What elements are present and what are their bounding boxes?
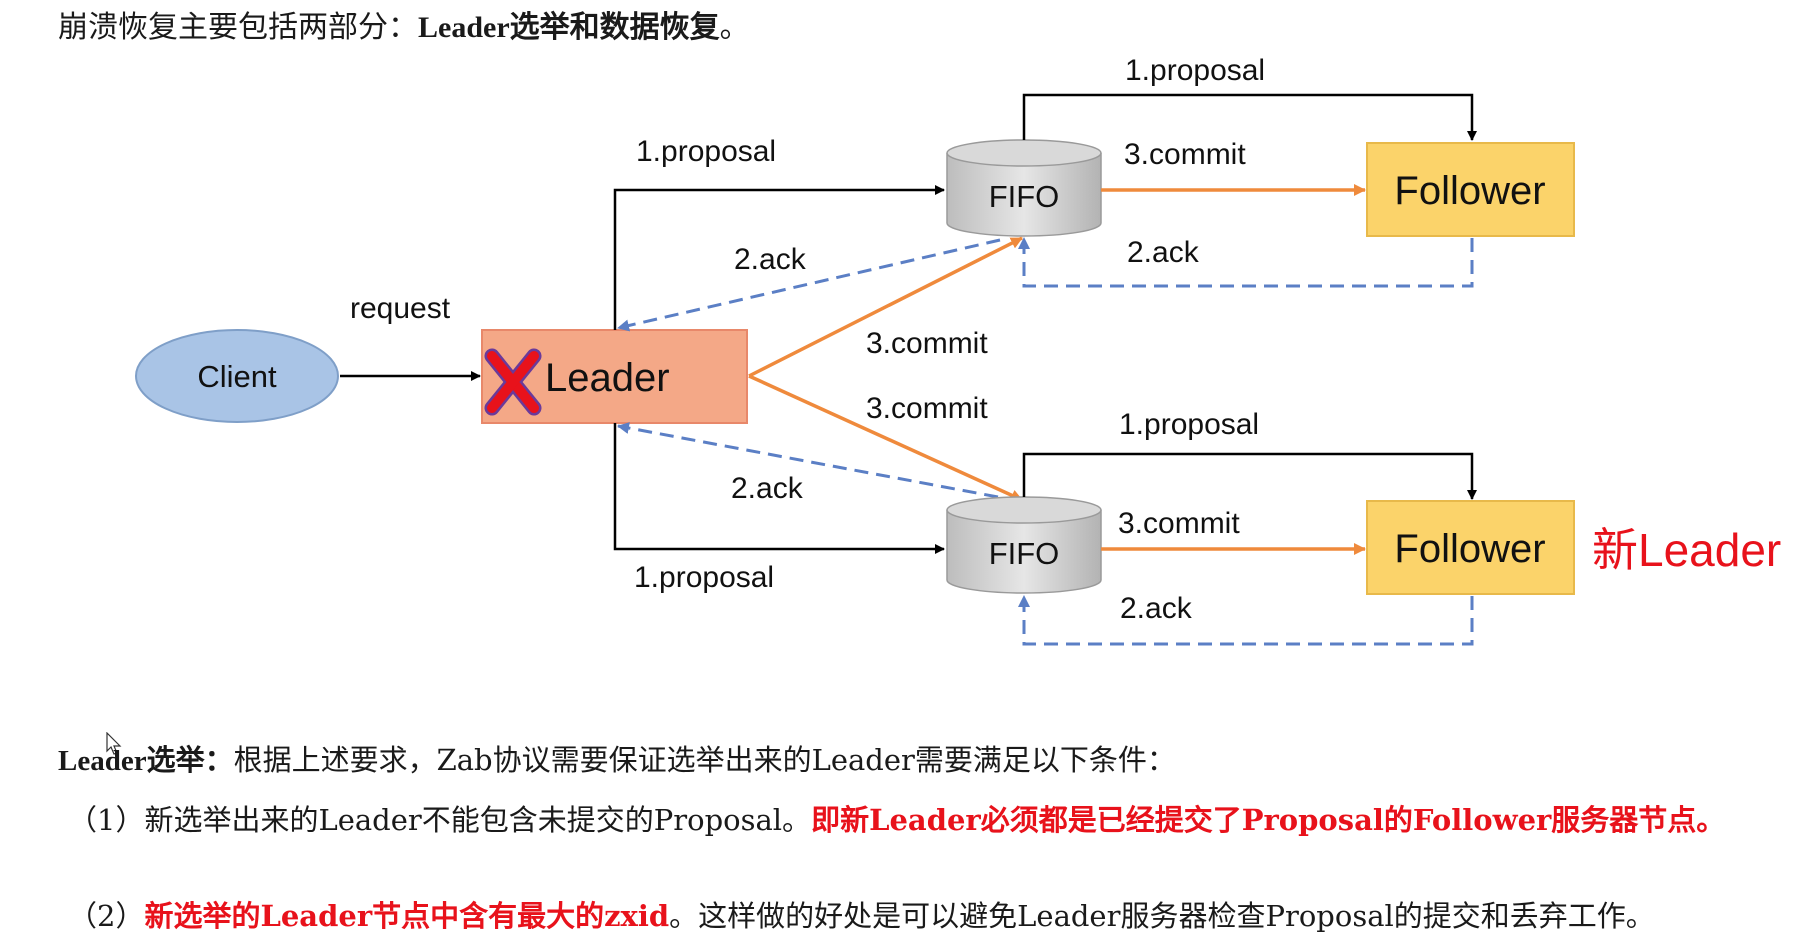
election-heading-text: 根据上述要求，Zab协议需要保证选举出来的Leader需要满足以下条件：: [233, 743, 1176, 777]
proposal-arrow-bottom: [613, 423, 945, 554]
fifo-queue-bottom: FIFO: [946, 496, 1102, 594]
intro-line: 崩溃恢复主要包括两部分：Leader选举和数据恢复。: [58, 8, 750, 48]
intro-bold: Leader选举和数据恢复: [418, 11, 720, 44]
item2-text: 。这样做的好处是可以避免Leader服务器检查Proposal的提交和丢弃工作。: [669, 899, 1655, 933]
fifo-label-top: FIFO: [989, 179, 1060, 214]
proposal-label-bottom-right: 1.proposal: [1119, 408, 1259, 441]
ack-label-top-left: 2.ack: [734, 243, 807, 276]
ack-label-top-right: 2.ack: [1127, 236, 1200, 269]
mouse-cursor-icon: [106, 732, 122, 755]
follower-label-top: Follower: [1394, 169, 1545, 213]
follower-node-bottom: Follower: [1366, 500, 1575, 595]
follower-label-bottom: Follower: [1394, 527, 1545, 571]
client-label: Client: [197, 359, 277, 394]
ack-label-bottom-left: 2.ack: [731, 472, 804, 505]
ack-arrow-top: [617, 238, 1001, 332]
proposal-arrow-top: [613, 185, 945, 330]
proposal-label-top-left: 1.proposal: [636, 135, 776, 168]
commit-arrow-leader-top: [748, 236, 1023, 378]
commit-label-leader-bottom: 3.commit: [866, 392, 988, 425]
commit-arrow-leader-bottom: [748, 374, 1023, 502]
intro-suffix: 。: [719, 10, 750, 45]
follower-node-top: Follower: [1366, 142, 1575, 237]
ack-arrow-follower-top: [1018, 237, 1474, 288]
item2-prefix: （2）: [68, 899, 145, 933]
proposal-arrow-fifo-top: [1022, 93, 1477, 141]
fifo-queue-top: FIFO: [946, 139, 1102, 237]
election-item-2: （2）新选举的Leader节点中含有最大的zxid。这样做的好处是可以避免Lea…: [68, 896, 1655, 936]
commit-label-follower-bottom: 3.commit: [1118, 507, 1240, 540]
commit-label-leader-top: 3.commit: [866, 327, 988, 360]
fifo-label-bottom: FIFO: [989, 536, 1060, 571]
proposal-arrow-fifo-bottom: [1022, 452, 1477, 500]
client-node: Client: [135, 329, 339, 423]
item2-highlight: 新选举的Leader节点中含有最大的zxid: [144, 899, 670, 933]
ack-arrow-follower-bottom: [1018, 595, 1474, 646]
zab-crash-recovery-diagram: request Client Leader 1.proposal 1.propo…: [135, 54, 1781, 646]
proposal-label-top-right: 1.proposal: [1125, 54, 1265, 87]
new-leader-label: 新Leader: [1592, 524, 1781, 576]
item1-highlight: 即新Leader必须都是已经提交了Proposal的Follower服务器节点。: [811, 803, 1726, 837]
ack-label-bottom-right: 2.ack: [1120, 592, 1193, 625]
intro-prefix: 崩溃恢复主要包括两部分：: [58, 10, 418, 45]
request-label: request: [350, 292, 451, 325]
crossed-out-icon: [484, 348, 542, 416]
election-item-1: （1）新选举出来的Leader不能包含未提交的Proposal。即新Leader…: [68, 800, 1725, 840]
proposal-label-bottom-left: 1.proposal: [634, 561, 774, 594]
election-heading-bold: Leader选举：: [58, 745, 234, 777]
election-heading: Leader选举：根据上述要求，Zab协议需要保证选举出来的Leader需要满足…: [58, 740, 1176, 781]
leader-label: Leader: [545, 356, 670, 400]
commit-label-follower-top: 3.commit: [1124, 138, 1246, 171]
item1-text: （1）新选举出来的Leader不能包含未提交的Proposal。: [68, 803, 812, 837]
